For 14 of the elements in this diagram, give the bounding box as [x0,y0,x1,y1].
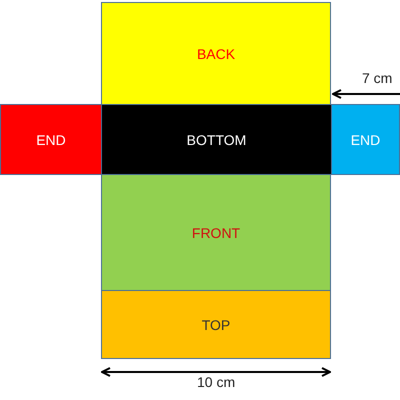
end-face [0,104,102,175]
face-label: END [36,132,66,148]
face-label: BACK [196,46,236,62]
face-label: END [350,132,380,148]
top-face [101,290,331,359]
dimension-label: 10 cm [197,374,236,390]
back-face [101,2,331,105]
end-face [331,104,400,175]
face-label: TOP [202,316,230,332]
dimension-label: 7 cm [362,70,392,86]
bottom-face [101,104,332,175]
front-face [101,174,331,291]
face-label: FRONT [192,224,240,240]
face-label: BOTTOM [186,132,246,148]
